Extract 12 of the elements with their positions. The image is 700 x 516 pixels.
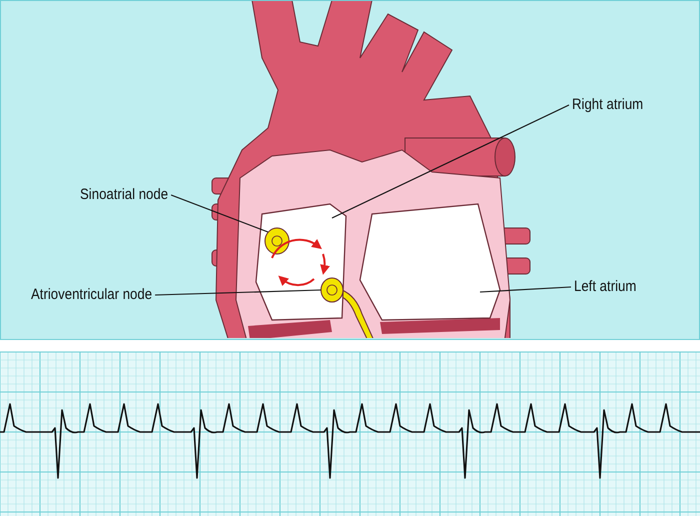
leader-line [170,194,268,233]
atrium-chamber [255,203,347,321]
part-label: Right atrium [572,96,644,114]
node-ellipse [264,228,290,254]
atrium-chamber [359,203,501,321]
leader-line [332,104,570,218]
leader-line [480,286,572,293]
part-label: Sinoatrial node [80,186,168,204]
part-label: Atrioventricular node [31,286,152,304]
part-label: Left atrium [574,278,636,296]
leader-line [155,289,322,296]
node-ellipse [320,278,344,302]
